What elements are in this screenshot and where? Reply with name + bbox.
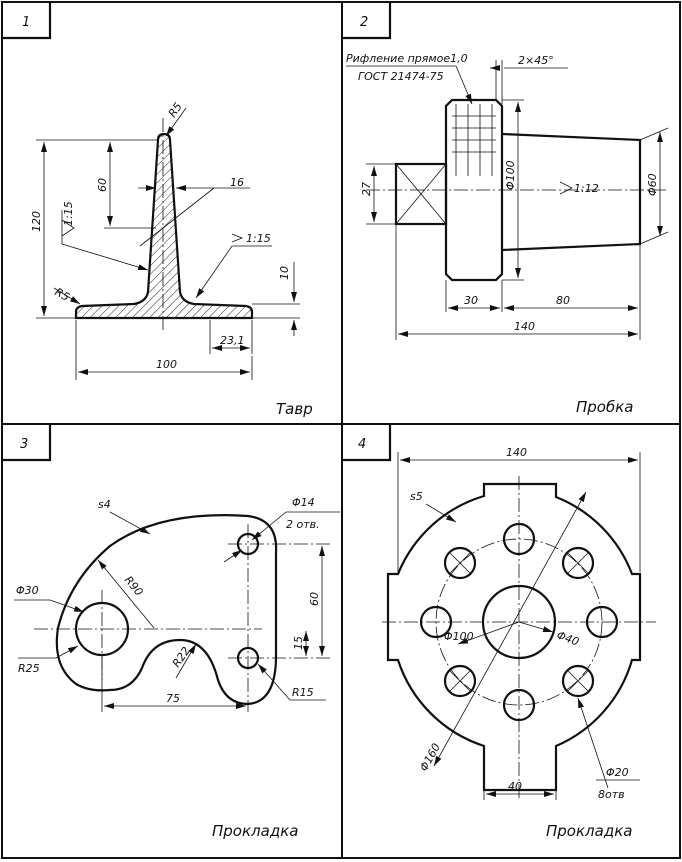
gasket-3-thickness: s4 [98,498,111,511]
plug-drawing: Рифление прямое1,0 ГОСТ 21474-75 2×45° 2… [346,52,669,340]
bolt-hole [561,664,595,698]
plug-chamfer: 2×45° [518,54,554,67]
tee-drawing: 120 60 R5 16 1:15 1:15 R5 10 [30,100,300,380]
gasket-4-hole-count: 8отв [598,788,625,801]
gasket-4-dim-d20: Φ20 [606,766,629,779]
gasket-3-hole-diameter: Φ14 [292,496,315,509]
gasket-4-thickness: s5 [410,490,423,503]
panel-2-title: Пробка [576,398,633,416]
gasket-3-dim-d30: Φ30 [16,584,39,597]
panel-3-number: 3 [20,437,28,452]
panel-1-title: Тавр [276,400,313,418]
bolt-hole [585,605,619,639]
plug-dim-27: 27 [360,182,373,196]
gasket-3-dim-r90: R90 [122,574,146,599]
gasket-4-dim-d100: Φ100 [444,630,474,643]
tee-dim-r5-bottom: R5 [53,285,72,304]
panel-4-title: Прокладка [546,822,632,840]
tee-taper-right: 1:15 [246,232,271,245]
tee-dim-16: 16 [230,176,244,189]
panel-2-number: 2 [360,15,368,30]
plug-dim-60: Φ60 [646,173,659,196]
plug-dim-30: 30 [464,294,478,307]
panel-3-title: Прокладка [212,822,298,840]
gasket-4-drawing: 140 s5 Φ100 Φ40 Φ160 Φ20 8отв 40 [382,446,656,801]
gasket-3-dim-r15: R15 [292,686,314,699]
panel-1-number: 1 [22,15,30,30]
plug-dim-140: 140 [514,320,535,333]
plug-dim-100: Φ100 [504,160,517,190]
gasket-3-dim-r25: R25 [18,662,40,675]
plug-knurl-note-line2: ГОСТ 21474-75 [358,70,444,83]
plug-taper-body [501,132,642,252]
panel-3-number-box: 3 [2,424,52,462]
gasket-4-dim-140: 140 [506,446,527,459]
tee-taper-left: 1:15 [62,201,75,226]
panel-1-number-box: 1 [2,2,52,40]
tee-dim-10: 10 [278,266,291,280]
panel-4-number: 4 [358,437,366,452]
gasket-3-dim-r22: R22 [170,645,193,670]
tee-profile [74,132,254,320]
gasket-3-dim-60: 60 [308,592,321,606]
panel-4-number-box: 4 [342,424,392,462]
gasket-3-outline [55,514,278,706]
gasket-3-dim-75: 75 [166,692,180,705]
plug-dim-80: 80 [556,294,570,307]
plug-taper: 1:12 [574,182,599,195]
tee-dim-r5-top: R5 [166,100,185,119]
gasket-3-drawing: s4 Φ14 2 отв. Φ30 R90 R25 R22 60 15 75 R… [14,496,340,712]
plug-knurling [452,104,496,176]
tee-dim-100: 100 [156,358,177,371]
plug-knurl-note-line1: Рифление прямое1,0 [346,52,468,65]
bolt-hole [443,546,477,580]
gasket-3-dim-15: 15 [292,636,305,650]
tee-dim-120: 120 [30,211,43,232]
gasket-4-dim-40: 40 [508,780,522,793]
gasket-4-dim-d40: Φ40 [555,629,581,649]
tee-dim-60: 60 [96,178,109,192]
bolt-hole [443,664,477,698]
tee-dim-23: 23,1 [220,334,245,347]
bolt-hole [561,546,595,580]
panel-2-number-box: 2 [342,2,392,40]
gasket-3-hole-count: 2 отв. [286,518,320,531]
